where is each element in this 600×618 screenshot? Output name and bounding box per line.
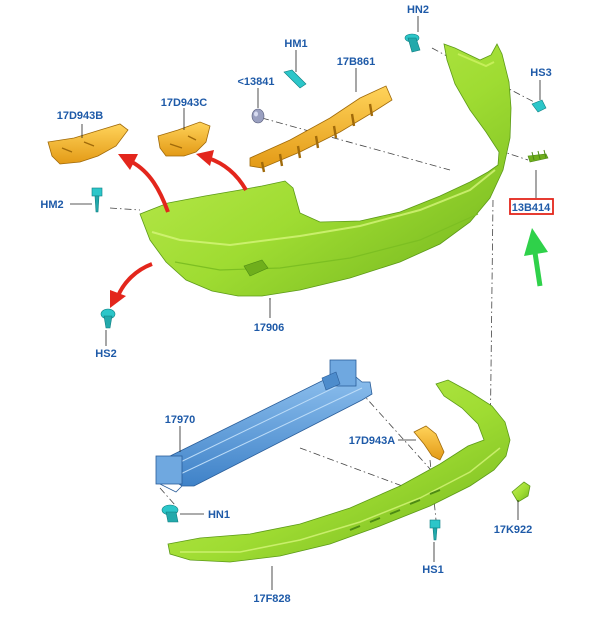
label-13b414: 13B414 bbox=[512, 202, 551, 214]
label-hn2: HN2 bbox=[407, 4, 429, 16]
label-hm1: HM1 bbox=[284, 38, 307, 50]
center-bracket bbox=[249, 85, 393, 173]
part-labels: HN2 HM1 17B861 <13841 HS3 17D943B 17D943… bbox=[40, 4, 551, 605]
fastener-hn1 bbox=[161, 504, 179, 523]
label-17906: 17906 bbox=[254, 322, 285, 334]
red-arrow-to-hs2 bbox=[110, 262, 153, 308]
bracket-17d943b bbox=[47, 123, 129, 165]
fastener-hs2 bbox=[100, 308, 116, 329]
label-17d943b: 17D943B bbox=[57, 110, 104, 122]
impact-beam bbox=[155, 359, 373, 493]
cap-17k922 bbox=[511, 481, 531, 503]
clip-13b414 bbox=[527, 149, 549, 163]
red-arrow-to-17d943b bbox=[118, 154, 170, 213]
fastener-hm2 bbox=[91, 187, 103, 213]
label-17f828: 17F828 bbox=[253, 593, 290, 605]
label-hn1: HN1 bbox=[208, 509, 230, 521]
fastener-hs1 bbox=[429, 519, 441, 541]
bracket-17d943a bbox=[413, 425, 445, 461]
label-hs1: HS1 bbox=[422, 564, 443, 576]
green-arrow-to-13b414 bbox=[524, 228, 548, 287]
rear-bumper-cover bbox=[139, 43, 512, 297]
label-hm2: HM2 bbox=[40, 199, 63, 211]
fastener-hs3 bbox=[531, 99, 547, 113]
lower-valance bbox=[167, 379, 511, 563]
fastener-13841 bbox=[251, 108, 265, 124]
highlight-box bbox=[509, 198, 554, 215]
label-13841: <13841 bbox=[237, 76, 274, 88]
red-arrow-to-17d943c bbox=[196, 150, 248, 192]
label-hs3: HS3 bbox=[530, 67, 551, 79]
label-17d943a: 17D943A bbox=[349, 435, 396, 447]
fastener-hn2 bbox=[404, 33, 421, 53]
leader-lines bbox=[70, 16, 541, 590]
label-17d943c: 17D943C bbox=[161, 97, 208, 109]
label-17k922: 17K922 bbox=[494, 524, 533, 536]
label-17b861: 17B861 bbox=[337, 56, 376, 68]
label-hs2: HS2 bbox=[95, 348, 116, 360]
bracket-17d943c bbox=[157, 121, 211, 157]
fastener-hm1 bbox=[283, 69, 307, 89]
label-17970: 17970 bbox=[165, 414, 196, 426]
